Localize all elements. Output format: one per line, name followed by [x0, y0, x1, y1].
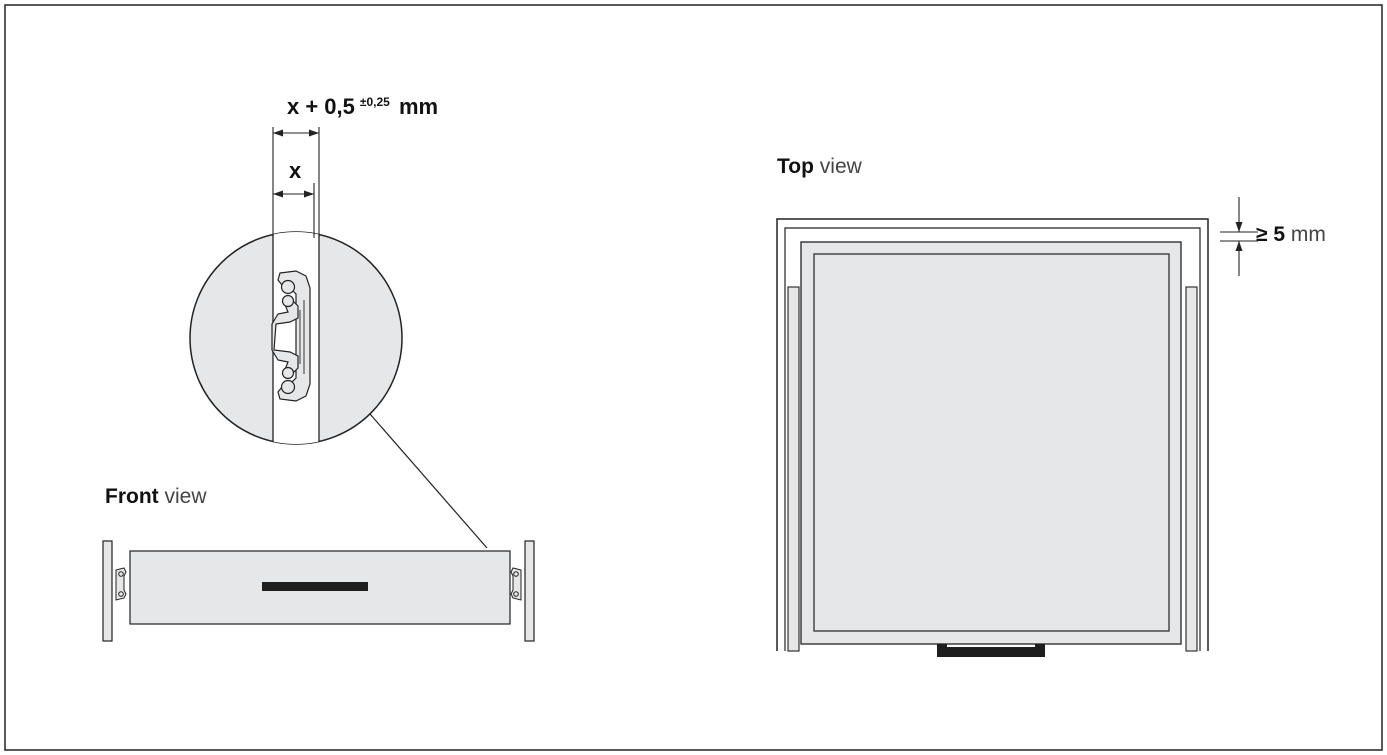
top-view-title: Top view [777, 155, 862, 179]
right-cabinet-side [524, 540, 535, 642]
gap-unit: mm [1290, 223, 1326, 246]
cabinet-inner-outline [784, 227, 1201, 651]
left-cabinet-side [102, 540, 113, 642]
cabinet-outline [776, 218, 1209, 651]
dimension-x-label: x [289, 158, 302, 183]
dimension-unit: mm [398, 94, 439, 119]
front-view-rest: view [158, 485, 207, 508]
runner-detail-circle [189, 231, 403, 445]
top-view-drawing [776, 197, 1258, 657]
front-view-drawing [102, 413, 535, 642]
gap-symbol: ≥ [1256, 223, 1268, 246]
dimension-total-label: x + 0,5 ±0,25 mm [287, 94, 438, 120]
front-view-bold: Front [105, 485, 159, 508]
drawer-handle-top [937, 644, 1045, 657]
drawer-front [129, 550, 511, 625]
top-view-rest: view [813, 155, 862, 178]
dimension-lines [272, 127, 320, 238]
drawing-border [4, 4, 1383, 751]
dimension-tolerance: ±0,25 [359, 95, 390, 109]
left-runner-profile [115, 567, 127, 601]
gap-label: ≥ 5 mm [1256, 223, 1326, 247]
gap-value: 5 [1273, 223, 1286, 246]
right-runner-profile [510, 567, 522, 601]
right-runner-top [1185, 286, 1198, 652]
runner-profile-detail [271, 270, 311, 402]
drawer-inner-top [813, 253, 1170, 632]
top-view-bold: Top [777, 155, 814, 178]
front-view-title: Front view [105, 485, 207, 509]
gap-dimension [1220, 197, 1258, 276]
left-runner-top [787, 286, 800, 652]
drawer-handle-front [262, 582, 368, 591]
dimension-total-base: x + 0,5 [287, 94, 355, 119]
detail-leader-line [369, 413, 488, 549]
